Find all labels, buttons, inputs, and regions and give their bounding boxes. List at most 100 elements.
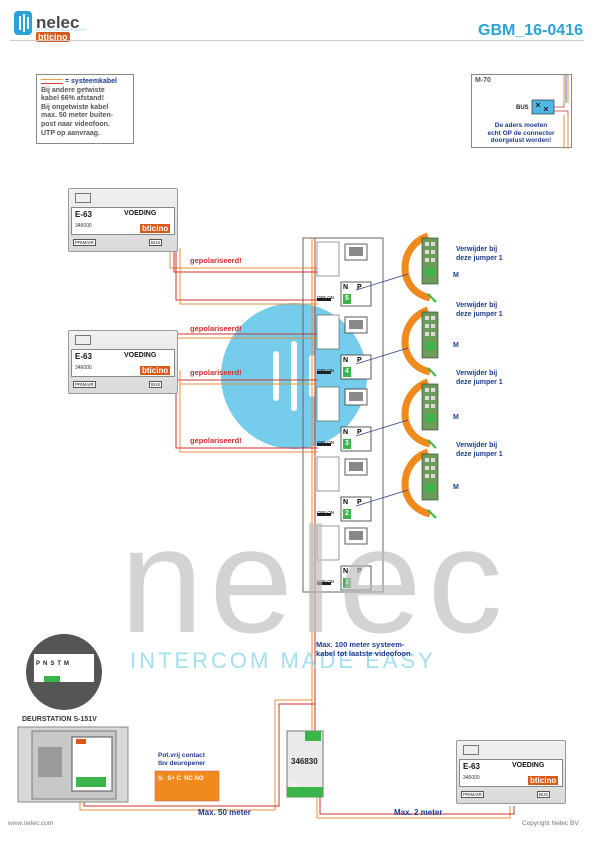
polarized-label: gepolariseerd! bbox=[190, 256, 242, 265]
psu-primary-label: PRIMAIR bbox=[461, 791, 484, 798]
note-line: kabel 66% afstand! bbox=[41, 95, 105, 103]
jumper-m-label: M bbox=[453, 342, 459, 349]
note-line: Bij ongetwiste kabel bbox=[41, 103, 109, 111]
module-346830 bbox=[286, 730, 324, 798]
m70-detail-box: M-70 BUS De aders moeten echt OP de conn… bbox=[471, 74, 572, 149]
jumper-m-label: M bbox=[453, 414, 459, 421]
n-label: N bbox=[343, 499, 349, 506]
videophone-n-value: 5 bbox=[345, 295, 349, 302]
module-av: AV bbox=[290, 783, 298, 789]
videophone-n-value: 4 bbox=[345, 368, 349, 375]
n-label: N bbox=[343, 284, 349, 291]
n-label: N bbox=[343, 357, 349, 364]
power-supply: E-63 VOEDING 346000 bticino PRIMAIR BUS bbox=[456, 740, 566, 804]
psu-name: VOEDING bbox=[512, 762, 545, 769]
p-label: P bbox=[357, 429, 362, 436]
psu-primary-label: PRIMAIR bbox=[73, 381, 96, 388]
footer-copyright: Copyright Nelec BV bbox=[522, 820, 579, 827]
door-station-terminal-inset bbox=[26, 634, 102, 710]
jumper-insets bbox=[355, 232, 439, 519]
document-id: GBM_16-0416 bbox=[478, 22, 583, 39]
contact-terminals: S- S+ C NC NO bbox=[158, 776, 204, 782]
psu-label-panel: E-63 VOEDING 346000 bticino bbox=[71, 207, 175, 235]
m70-note-line: echt OP de connector bbox=[487, 129, 555, 137]
polarized-label: gepolariseerd! bbox=[190, 368, 242, 377]
psu-name: VOEDING bbox=[124, 210, 157, 217]
videophone-rows bbox=[316, 241, 372, 591]
psu-code: 346000 bbox=[463, 775, 480, 781]
videophone-n-value: 3 bbox=[345, 440, 349, 447]
terminal-label: P bbox=[36, 661, 44, 667]
footer-website[interactable]: www.nelec.com bbox=[8, 820, 54, 827]
psu-bus-label: BUS bbox=[149, 239, 163, 246]
videophone-n-value: 1 bbox=[345, 579, 349, 586]
psu-display bbox=[75, 335, 91, 345]
psu-model: E-63 bbox=[75, 210, 92, 219]
jumper-note-line: Verwijder bij bbox=[456, 442, 498, 449]
videophone-n-value: 2 bbox=[345, 510, 349, 517]
note-line: post naar videofoon. bbox=[41, 120, 110, 128]
psu-bus-label: BUS bbox=[149, 381, 163, 388]
contact-note: Pot.vrij contact tbv deuropener bbox=[158, 752, 205, 767]
off-on-label: OFF ON bbox=[317, 579, 334, 584]
door-station-label: DEURSTATION S-151V bbox=[22, 716, 97, 723]
psu-primary-label: PRIMAIR bbox=[73, 239, 96, 246]
p-label: P bbox=[357, 568, 362, 575]
psu-bus-label: BUS bbox=[537, 791, 551, 798]
m70-bus-label: BUS bbox=[516, 105, 529, 111]
partner-logo: bticino bbox=[36, 32, 70, 42]
psu-model: E-63 bbox=[75, 352, 92, 361]
jumper-m-label: M bbox=[453, 272, 459, 279]
jumper-note-line: Verwijder bij bbox=[456, 370, 498, 377]
psu-display bbox=[75, 193, 91, 203]
contact-note-line: tbv deuropener bbox=[158, 759, 206, 767]
contact-terminal bbox=[154, 770, 220, 802]
max-2-meter-label: Max. 2 meter bbox=[394, 808, 443, 817]
terminal-label: M bbox=[64, 661, 73, 667]
n-label: N bbox=[343, 568, 349, 575]
off-on-label: OFF ON bbox=[317, 295, 334, 300]
terminal-label: S bbox=[50, 661, 58, 667]
jumper-note-line: deze jumper 1 bbox=[456, 254, 503, 262]
off-on-label: OFF ON bbox=[317, 368, 334, 373]
psu-display bbox=[463, 745, 479, 755]
brand-name: nelec bbox=[36, 13, 80, 32]
power-supply: E-63 VOEDING 346000 bticino PRIMAIR BUS bbox=[68, 330, 178, 394]
psu-model: E-63 bbox=[463, 762, 480, 771]
psu-label-panel: E-63 VOEDING 346000 bticino bbox=[459, 759, 563, 787]
watermark-logo-icon bbox=[273, 341, 315, 411]
system-cable-legend-icon bbox=[41, 78, 63, 84]
jumper-m-label: M bbox=[453, 484, 459, 491]
off-on-label: OFF ON bbox=[317, 510, 334, 515]
p-label: P bbox=[357, 357, 362, 364]
legend-label: = systeemkabel bbox=[65, 78, 117, 85]
m70-label: M-70 bbox=[475, 77, 491, 84]
door-station bbox=[17, 726, 129, 803]
psu-brand: bticino bbox=[140, 224, 171, 233]
door-inset-terminals: PNSTM bbox=[36, 661, 72, 667]
p-label: P bbox=[357, 499, 362, 506]
jumper-note-line: Verwijder bij bbox=[456, 246, 498, 253]
nelec-logo-icon bbox=[14, 11, 32, 35]
jumper-note-line: deze jumper 1 bbox=[456, 310, 503, 318]
m70-note-line: De aders moeten bbox=[494, 122, 548, 129]
header-divider bbox=[10, 40, 584, 41]
jumper-note-line: deze jumper 1 bbox=[456, 450, 503, 458]
power-supply: E-63 VOEDING 346000 bticino PRIMAIR BUS bbox=[68, 188, 178, 252]
n-label: N bbox=[343, 429, 349, 436]
cable-note-box: = systeemkabel Bij andere getwiste kabel… bbox=[36, 74, 134, 144]
max-100-line: kabel tot laatste videofoon bbox=[316, 649, 411, 658]
psu-code: 346000 bbox=[75, 365, 92, 371]
brand-tagline: INTERCOM MADE EASY bbox=[36, 27, 88, 32]
max-100-line: Max. 100 meter systeem- bbox=[316, 640, 405, 649]
max-100-meter-note: Max. 100 meter systeem- kabel tot laatst… bbox=[316, 640, 411, 658]
watermark-tagline: INTERCOM MADE EASY bbox=[130, 648, 436, 673]
m70-connector-icon bbox=[531, 75, 569, 149]
psu-brand: bticino bbox=[528, 776, 559, 785]
psu-brand: bticino bbox=[140, 366, 171, 375]
terminal-label: N bbox=[43, 661, 51, 667]
